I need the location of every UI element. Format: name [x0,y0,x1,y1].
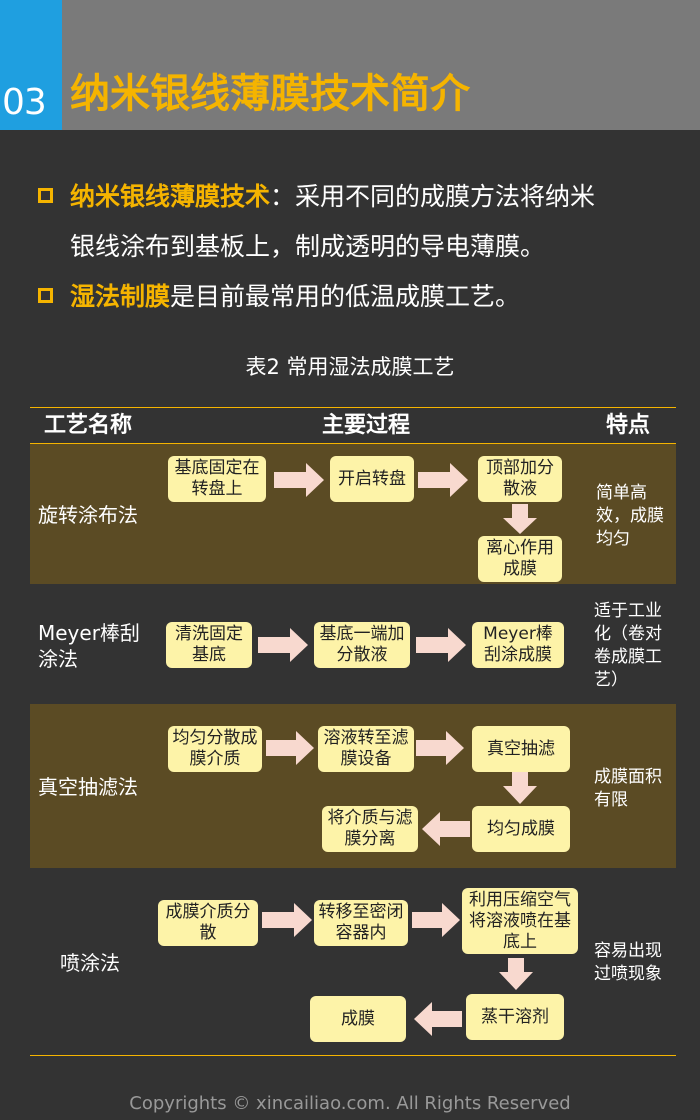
arrow-right-icon [266,731,314,765]
bullet-2-highlight: 湿法制膜 [70,282,171,311]
step-box: 真空抽滤 [472,726,570,772]
arrow-right-icon [418,463,468,497]
arrow-down-icon [503,772,537,804]
step-box: 均匀分散成膜介质 [168,726,262,772]
header-features: 特点 [606,413,651,438]
step-box: 蒸干溶剂 [466,994,564,1040]
bullet-square-icon [38,188,53,203]
arrow-right-icon [258,628,308,662]
step-box: 清洗固定基底 [166,622,252,668]
table-header-rule [30,443,676,444]
arrow-right-icon [416,628,466,662]
row-name-spin: 旋转涂布法 [38,503,138,527]
arrow-right-icon [274,463,324,497]
page-title: 纳米银线薄膜技术简介 [70,71,470,117]
arrow-down-icon [503,504,537,534]
header-main-steps: 主要过程 [322,413,411,438]
arrow-right-icon [416,731,464,765]
bullet-1-text-b: 银线涂布到基板上，制成透明的导电薄膜。 [70,232,546,261]
step-box: 顶部加分散液 [478,456,562,502]
bullet-square-icon [38,288,53,303]
step-box: 利用压缩空气将溶液喷在基底上 [462,888,578,954]
table-caption: 表2 常用湿法成膜工艺 [245,355,455,379]
step-box: 开启转盘 [330,456,414,502]
header-process-name: 工艺名称 [44,413,133,438]
table-bottom-rule [30,1055,676,1056]
bullet-1-text-a: ：采用不同的成膜方法将纳米 [270,182,596,211]
step-box: 基底一端加分散液 [314,622,410,668]
header-bar [0,0,700,130]
bullet-1-highlight: 纳米银线薄膜技术 [70,182,271,211]
step-box: 成膜介质分散 [158,900,258,946]
step-box: Meyer棒刮涂成膜 [472,622,564,668]
step-box: 溶液转至滤膜设备 [318,726,414,772]
arrow-left-icon [422,812,470,846]
feature-vacuum: 成膜面积有限 [594,767,662,810]
section-number-box [0,0,62,130]
feature-spin: 简单高效，成膜均匀 [596,483,664,549]
arrow-right-icon [262,903,312,937]
arrow-left-icon [414,1002,462,1036]
table-top-rule [30,407,676,408]
feature-spray: 容易出现过喷现象 [594,941,662,984]
step-box: 基底固定在转盘上 [168,456,266,502]
row-name-spray: 喷涂法 [60,951,120,975]
row-name-vacuum: 真空抽滤法 [38,775,138,799]
step-box: 将介质与滤膜分离 [322,806,418,852]
step-box: 离心作用成膜 [478,536,562,582]
bullet-2-text: 是目前最常用的低温成膜工艺。 [170,282,521,311]
step-box: 均匀成膜 [472,806,570,852]
row-name-meyer: Meyer棒刮涂法 [38,621,140,671]
copyright-footer: Copyrights © xincailiao.com. All Rights … [129,1093,571,1114]
arrow-right-icon [412,903,460,937]
feature-meyer: 适于工业化（卷对卷成膜工艺） [594,601,662,690]
step-box: 转移至密闭容器内 [314,900,408,946]
step-box: 成膜 [310,996,406,1042]
arrow-down-icon [499,958,533,990]
section-number: 03 [2,82,47,123]
